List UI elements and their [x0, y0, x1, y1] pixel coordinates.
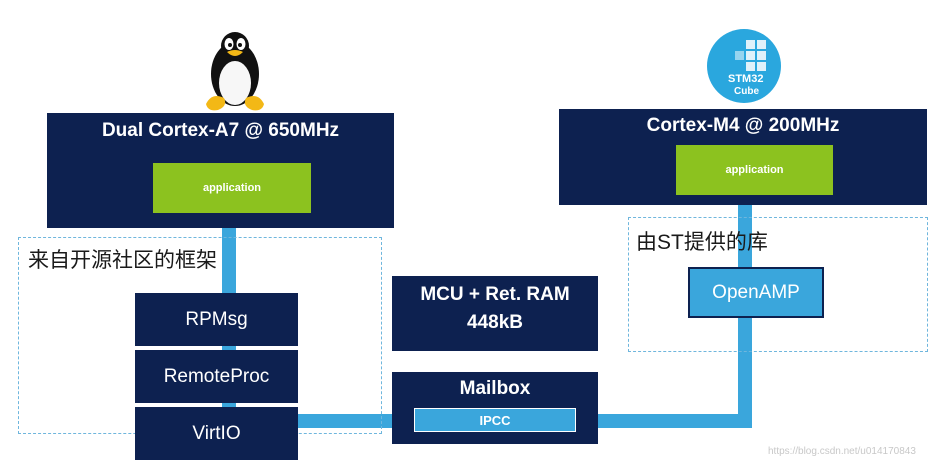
cortex-a7-block: Dual Cortex-A7 @ 650MHz application — [47, 113, 394, 228]
stack-item-rpmsg: RPMsg — [135, 293, 298, 346]
st-library-label: 由ST提供的库 — [636, 231, 768, 254]
openamp-box: OpenAMP — [688, 267, 824, 318]
m4-application-box: application — [676, 145, 833, 195]
cortex-m4-block: Cortex-M4 @ 200MHz application — [559, 109, 927, 205]
mcu-ram-block: MCU + Ret. RAM 448kB — [392, 276, 598, 351]
source-watermark: https://blog.csdn.net/u014170843 — [768, 446, 916, 457]
mailbox-title: Mailbox — [459, 378, 531, 399]
stm32cube-logo-icon: STM32 Cube — [707, 29, 781, 103]
mcu-ram-size: 448kB — [467, 312, 523, 333]
stack-item-virtio: VirtIO — [135, 407, 298, 460]
cortex-a7-title: Dual Cortex-A7 @ 650MHz — [101, 120, 340, 141]
tux-penguin-icon — [206, 32, 264, 111]
open-source-framework-label: 来自开源社区的框架 — [28, 249, 217, 272]
mcu-ram-label: MCU + Ret. RAM — [420, 284, 570, 305]
ipcc-box: IPCC — [414, 408, 576, 432]
stack-item-remoteproc: RemoteProc — [135, 350, 298, 403]
mailbox-block: Mailbox IPCC — [392, 372, 598, 444]
a7-application-box: application — [153, 163, 311, 213]
stm32cube-logo-text: STM32 — [728, 73, 763, 85]
st-library-region — [628, 217, 928, 352]
cortex-m4-title: Cortex-M4 @ 200MHz — [646, 115, 840, 136]
stm32cube-logo-subtext: Cube — [734, 86, 759, 97]
